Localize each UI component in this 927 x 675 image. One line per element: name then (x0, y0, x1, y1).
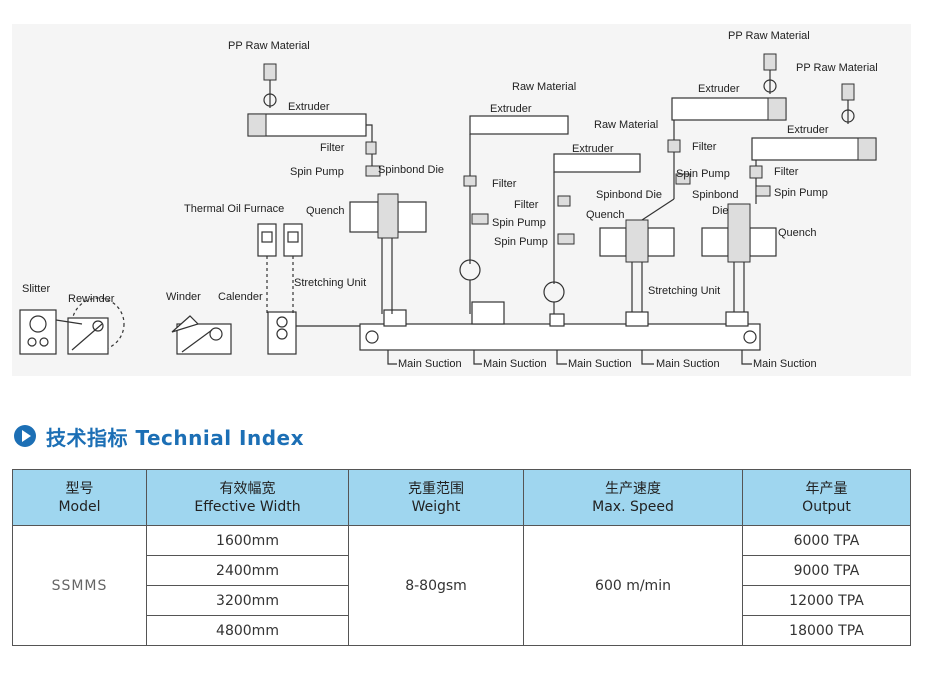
label-spinbond-die-5b: Die (712, 205, 729, 217)
header-model-en: Model (58, 498, 101, 515)
label-filter-4: Filter (692, 141, 717, 153)
label-rewinder: Rewinder (68, 293, 115, 305)
label-extruder-3: Extruder (572, 143, 614, 155)
header-weight-cn: 克重范围 (408, 480, 464, 497)
label-slitter: Slitter (22, 283, 50, 295)
label-thermal-oil-furnace: Thermal Oil Furnace (184, 203, 284, 215)
header-speed-cn: 生产速度 (605, 480, 661, 497)
label-spin-pump-4: Spin Pump (676, 168, 730, 180)
table-row: SSMMS 1600mm 8-80gsm 600 m/min 6000 TPA (12, 525, 911, 646)
label-extruder-2: Extruder (490, 103, 532, 115)
rewinder-machine (67, 297, 125, 355)
beam-4 (599, 53, 787, 312)
label-spin-pump-3: Spin Pump (494, 236, 548, 248)
label-spin-pump-2: Spin Pump (492, 217, 546, 229)
label-spinbond-die-5: Spinbond (692, 189, 739, 201)
section-title: 技术指标 Technial Index (46, 425, 304, 450)
label-extruder-1: Extruder (288, 101, 330, 113)
cell-width: 2400mm (146, 555, 349, 586)
label-extruder-5: Extruder (787, 124, 829, 136)
cell-width: 3200mm (146, 585, 349, 616)
label-filter-3: Filter (514, 199, 539, 211)
label-quench-5: Quench (778, 227, 817, 239)
label-spinbond-die-1: Spinbond Die (378, 164, 444, 176)
label-raw-material-2: Raw Material (512, 81, 576, 93)
label-spin-pump-5: Spin Pump (774, 187, 828, 199)
label-stretching-unit-4: Stretching Unit (648, 285, 720, 297)
table-row: 3200mm 12000 TPA (13, 585, 911, 616)
process-diagram-svg: PP Raw Material Extruder Filter Spin Pum… (19, 30, 878, 370)
table-row: 4800mm 18000 TPA (13, 615, 911, 646)
beam-2 (459, 115, 569, 314)
label-spinbond-die-4: Spinbond Die (596, 189, 662, 201)
cell-output: 6000 TPA (742, 525, 911, 556)
beam-3 (543, 153, 641, 314)
label-main-suction-5: Main Suction (753, 358, 817, 370)
cell-model: SSMMS (12, 525, 147, 646)
label-spin-pump-1: Spin Pump (290, 166, 344, 178)
header-weight-en: Weight (411, 498, 461, 515)
label-pp-raw-material-1: PP Raw Material (228, 40, 310, 52)
thermal-oil-furnace (257, 223, 303, 314)
cell-width: 4800mm (146, 615, 349, 646)
label-main-suction-2: Main Suction (483, 358, 547, 370)
cell-weight: 8-80gsm (348, 525, 524, 646)
label-extruder-4: Extruder (698, 83, 740, 95)
label-main-suction-3: Main Suction (568, 358, 632, 370)
header-output-cn: 年产量 (805, 480, 848, 497)
table-row: 2400mm 9000 TPA (13, 555, 911, 586)
label-filter-5: Filter (774, 166, 799, 178)
header-model-cn: 型号 (65, 480, 94, 497)
beam-1 (247, 63, 427, 314)
label-main-suction-4: Main Suction (656, 358, 720, 370)
header-output-en: Output (802, 498, 851, 515)
header-speed-en: Max. Speed (592, 498, 674, 515)
label-filter-1: Filter (320, 142, 345, 154)
label-calender: Calender (218, 291, 263, 303)
label-filter-2: Filter (492, 178, 517, 190)
cell-output: 9000 TPA (742, 555, 911, 586)
cell-width: 1600mm (146, 525, 349, 556)
cell-output: 18000 TPA (742, 615, 911, 646)
label-raw-material-3: Raw Material (594, 119, 658, 131)
header-width-cn: 有效幅宽 (219, 480, 276, 497)
play-circle-icon (14, 425, 36, 447)
label-quench-4: Quench (586, 209, 625, 221)
main-conveyor (296, 301, 761, 351)
label-stretching-unit-1: Stretching Unit (294, 277, 366, 289)
beam-5 (701, 83, 877, 312)
cell-output: 12000 TPA (742, 585, 911, 616)
winder-machine (171, 315, 232, 355)
cell-speed: 600 m/min (523, 525, 743, 646)
label-winder: Winder (166, 291, 201, 303)
section-heading: 技术指标 Technial Index (14, 422, 304, 450)
label-main-suction-1: Main Suction (398, 358, 462, 370)
label-pp-raw-material-4: PP Raw Material (728, 30, 810, 42)
label-quench-1: Quench (306, 205, 345, 217)
slitter-machine (19, 309, 57, 355)
label-pp-raw-material-5: PP Raw Material (796, 62, 878, 74)
process-diagram: PP Raw Material Extruder Filter Spin Pum… (12, 24, 911, 376)
calender-machine (267, 311, 297, 355)
suction-lines (387, 350, 752, 365)
header-width-en: Effective Width (194, 498, 301, 515)
